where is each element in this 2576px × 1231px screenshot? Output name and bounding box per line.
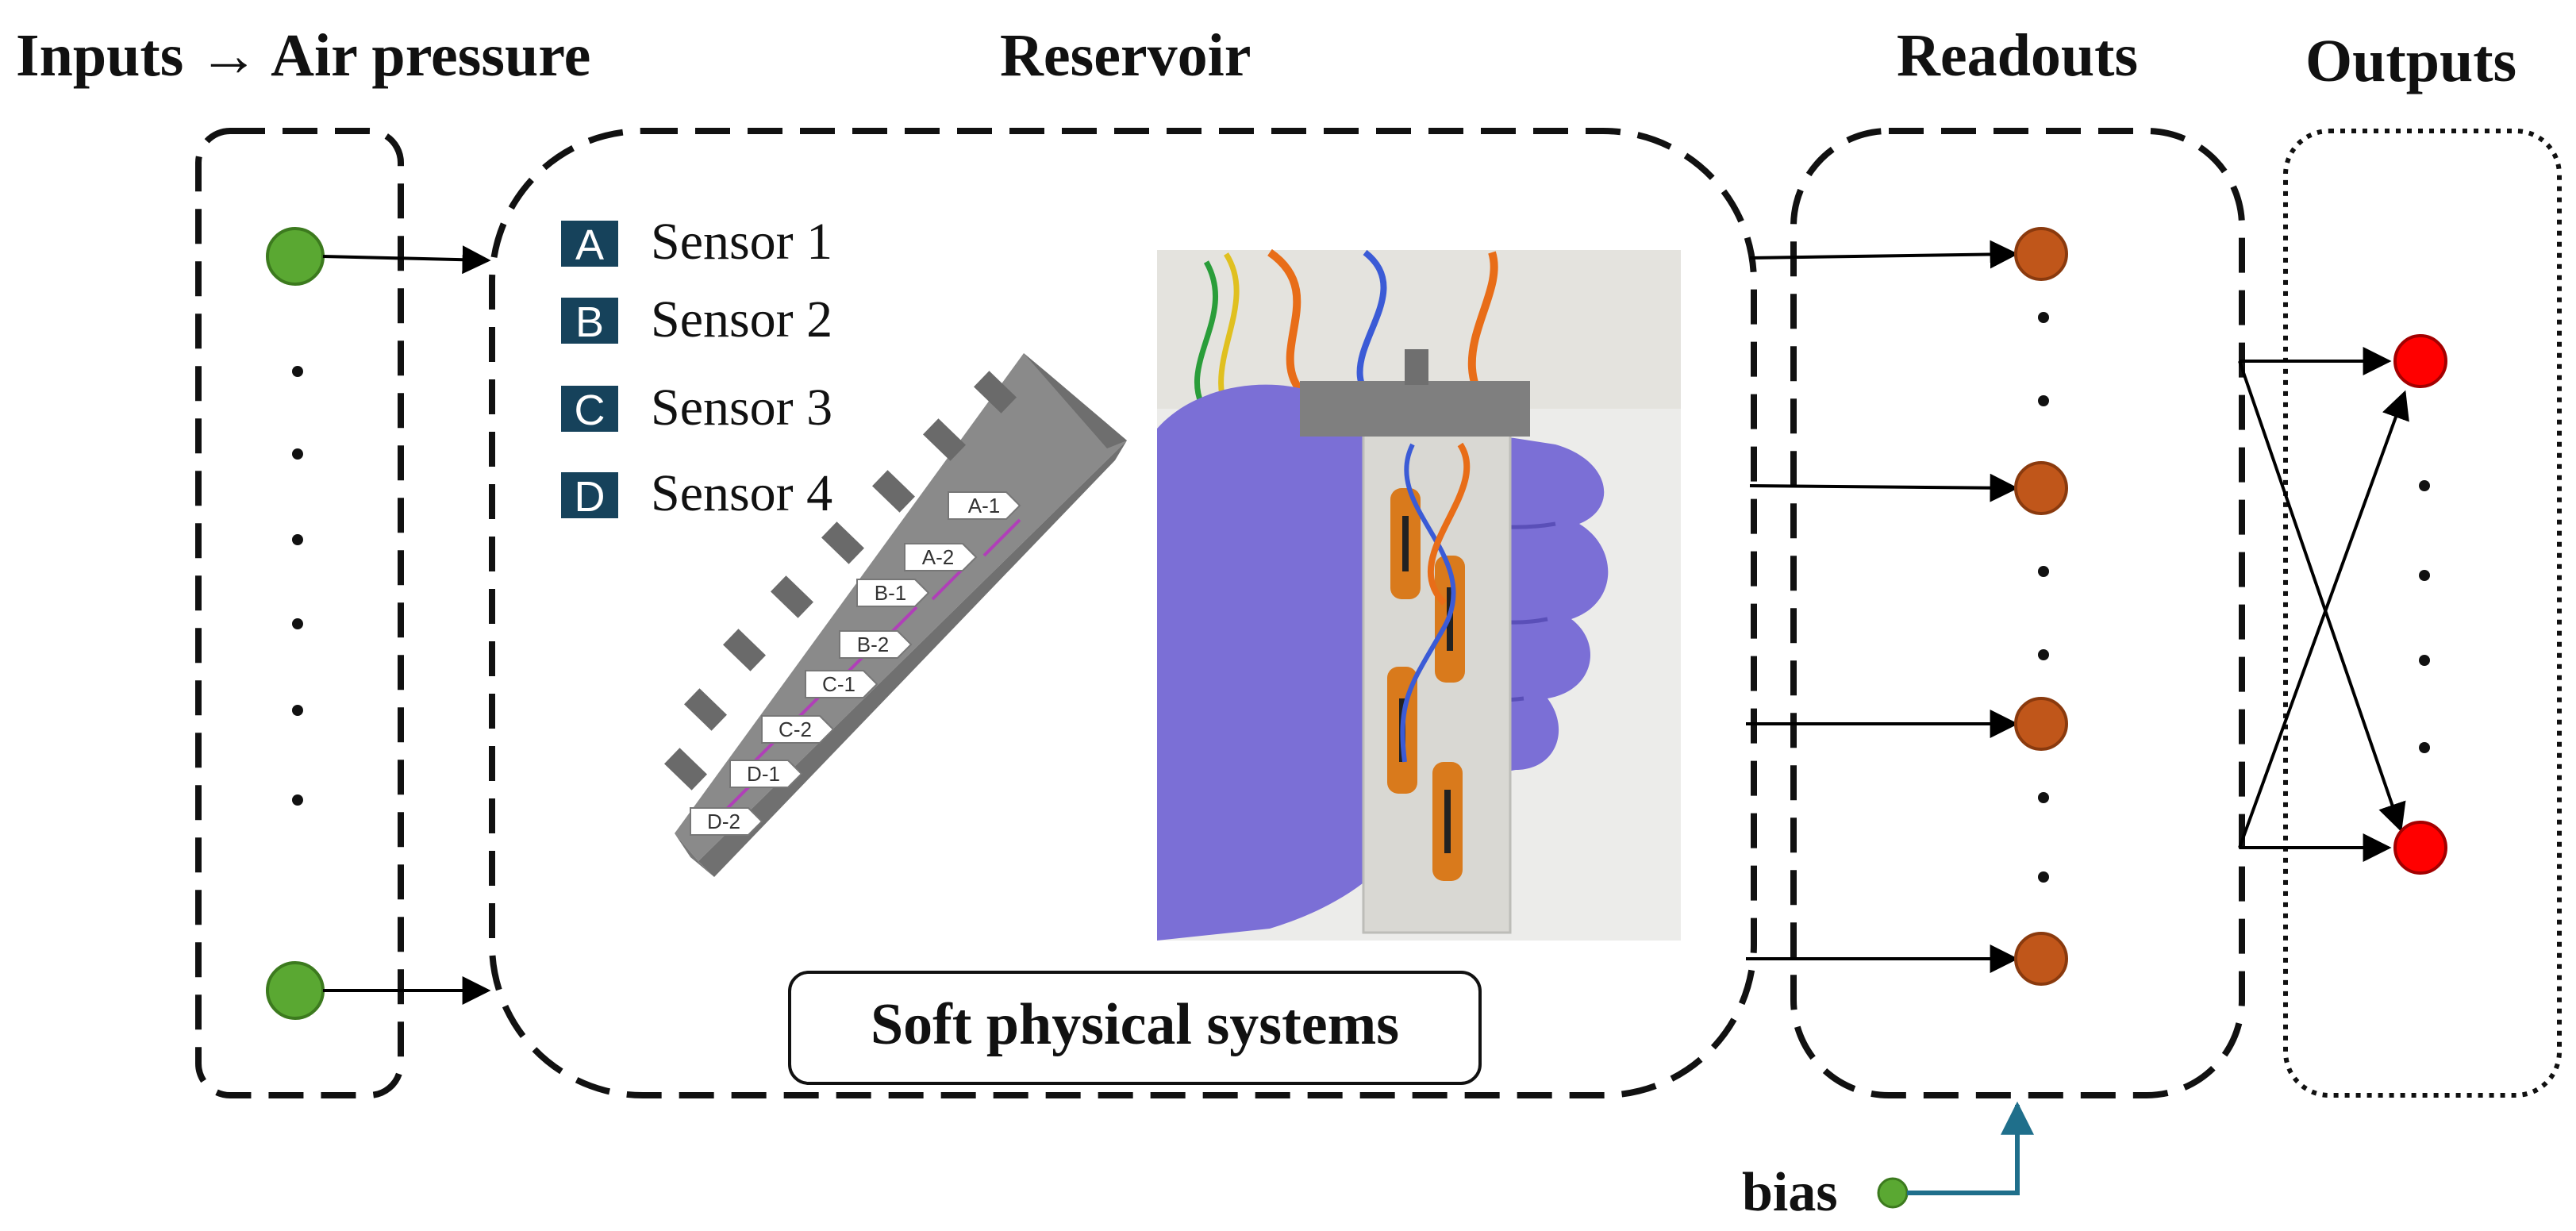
reservoir-header: Reservoir bbox=[1000, 22, 1251, 89]
sensor-key-letter-d: D bbox=[575, 473, 606, 521]
readout-node-4 bbox=[2014, 932, 2068, 986]
reservoir-arrow-1 bbox=[1749, 240, 2019, 269]
readout-node-2 bbox=[2014, 461, 2068, 515]
sensor-key-item-d: D Sensor 4 bbox=[561, 464, 832, 522]
outputs-header: Outputs bbox=[2305, 28, 2516, 94]
sensor-key: A Sensor 1 B Sensor 2 C Sensor 3 D Senso… bbox=[561, 213, 832, 522]
input-node-bottom bbox=[266, 961, 325, 1020]
sensor-key-letter-a: A bbox=[575, 221, 604, 269]
sensor-key-letter-b: B bbox=[575, 298, 604, 346]
bias-node bbox=[1877, 1177, 1909, 1209]
output-ellipsis bbox=[2419, 480, 2430, 753]
sensor-tag-b1: B-1 bbox=[856, 579, 930, 607]
sensor-tag-a1: A-1 bbox=[948, 491, 1021, 520]
readout-ellipsis bbox=[2038, 312, 2049, 883]
bias-label: bias bbox=[1742, 1162, 1838, 1223]
sensor-key-label-c: Sensor 3 bbox=[651, 379, 832, 437]
inputs-header: Inputs → Air pressure bbox=[16, 22, 590, 89]
sensor-key-letter-c: C bbox=[575, 387, 606, 434]
input-arrow-top bbox=[322, 245, 491, 275]
sensor-key-label-a: Sensor 1 bbox=[651, 213, 832, 271]
sensor-tag-d2-text: D-2 bbox=[707, 810, 740, 833]
sensor-tag-c1: C-1 bbox=[805, 670, 879, 698]
input-node-top bbox=[266, 227, 325, 286]
sensor-tag-a1-text: A-1 bbox=[968, 494, 1000, 517]
sensor-tag-d1-text: D-1 bbox=[747, 762, 780, 786]
sensor-key-item-a: A Sensor 1 bbox=[561, 213, 832, 271]
reservoir-box bbox=[489, 128, 1757, 1098]
bias-arrow bbox=[1907, 1101, 2034, 1195]
sensor-key-label-d: Sensor 4 bbox=[651, 464, 832, 522]
reservoir-caption: Soft physical systems bbox=[871, 992, 1399, 1057]
sensor-tag-c1-text: C-1 bbox=[822, 672, 855, 696]
output-node-bottom bbox=[2393, 821, 2447, 875]
output-arrow-4 bbox=[2238, 390, 2409, 848]
inputs-box bbox=[195, 128, 404, 1098]
sensor-key-item-b: B Sensor 2 bbox=[561, 290, 832, 348]
sensor-tag-b2: B-2 bbox=[839, 630, 913, 659]
output-arrow-2 bbox=[2238, 360, 2406, 833]
sensor-key-label-b: Sensor 2 bbox=[651, 290, 832, 348]
sensor-tag-c2-text: C-2 bbox=[779, 717, 812, 741]
readouts-header: Readouts bbox=[1897, 22, 2138, 89]
sensor-tags: A-1 A-2 B-1 B-2 C-1 C-2 D-1 D-2 bbox=[690, 491, 1021, 836]
reservoir-caption-box bbox=[788, 971, 1482, 1085]
sensor-tag-b2-text: B-2 bbox=[857, 633, 889, 656]
sensor-tag-d1: D-1 bbox=[729, 760, 803, 788]
readout-node-3 bbox=[2014, 697, 2068, 751]
reservoir-arrow-2 bbox=[1749, 473, 2019, 502]
sensor-key-item-c: C Sensor 3 bbox=[561, 379, 832, 437]
outputs-box bbox=[2283, 129, 2562, 1098]
sensor-tag-a2-text: A-2 bbox=[922, 545, 954, 569]
readouts-box bbox=[1790, 128, 2245, 1098]
output-node-top bbox=[2393, 334, 2447, 388]
sensor-tag-a2: A-2 bbox=[904, 543, 978, 571]
sensor-tag-b1-text: B-1 bbox=[875, 581, 906, 605]
glove-photo bbox=[1157, 248, 1681, 941]
input-ellipsis bbox=[292, 366, 303, 806]
sensor-tag-c2: C-2 bbox=[761, 715, 835, 744]
sensor-tag-d2: D-2 bbox=[690, 807, 763, 836]
readout-node-1 bbox=[2014, 227, 2068, 281]
